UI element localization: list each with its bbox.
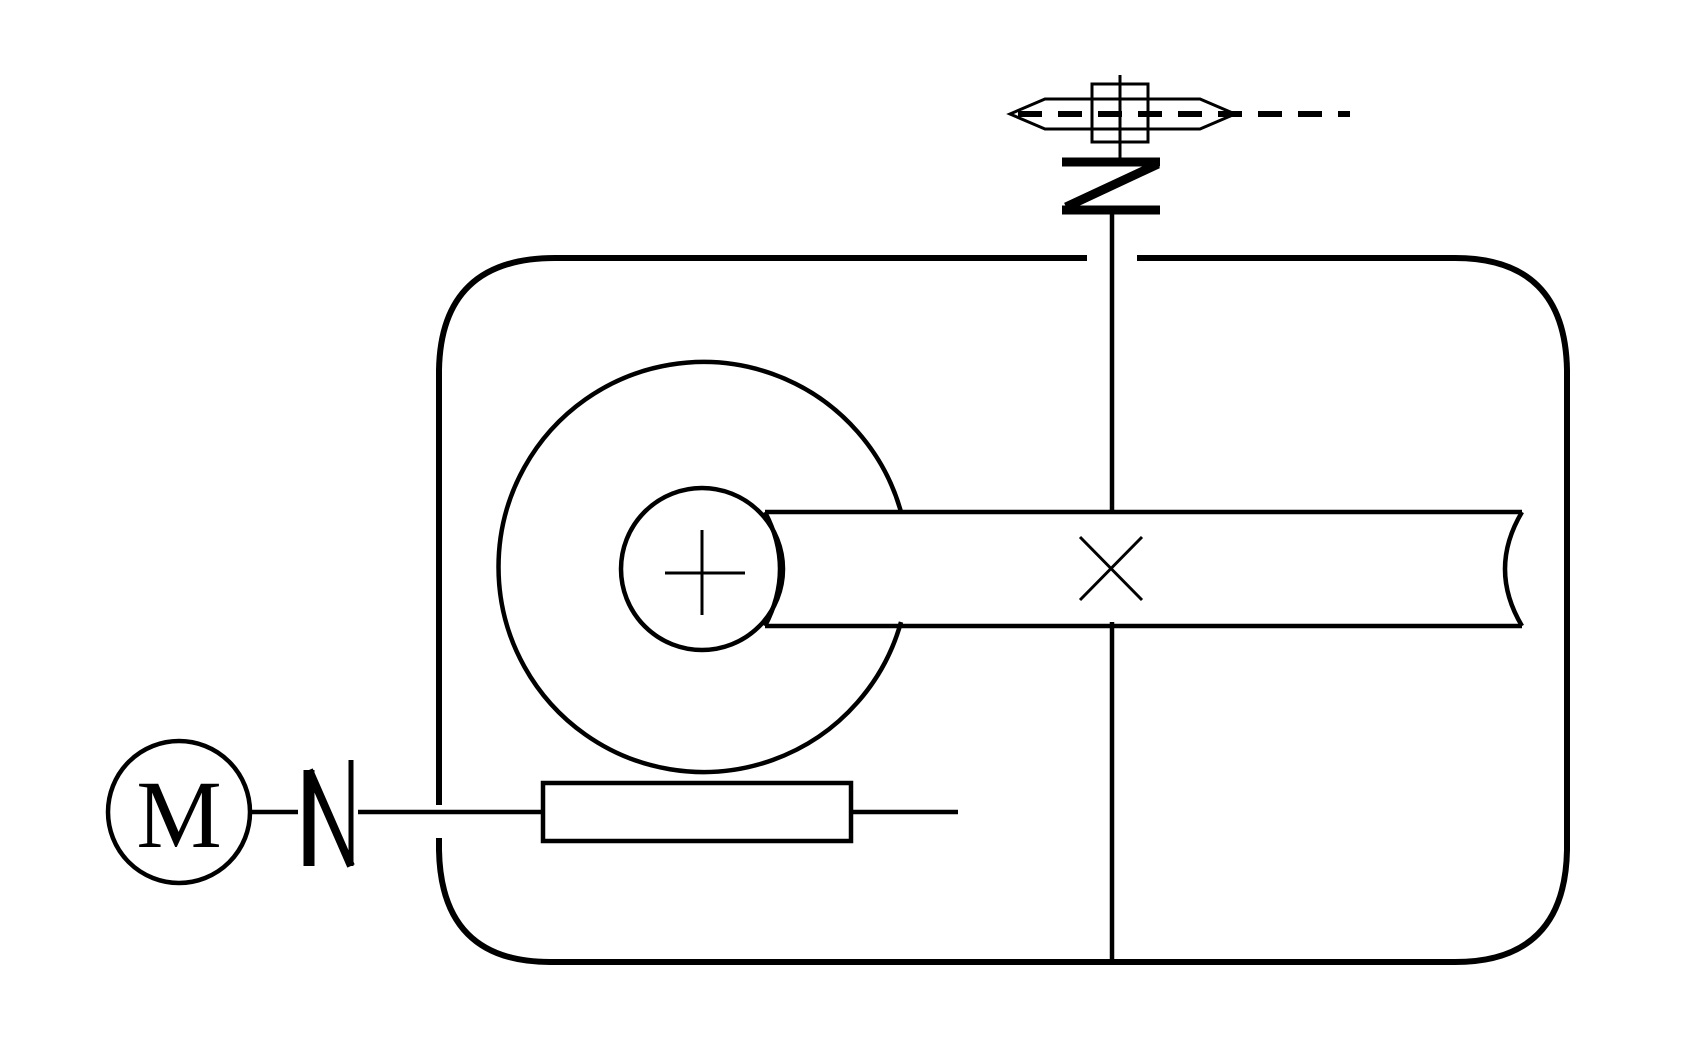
coupling-diagonal <box>1064 159 1160 212</box>
motor-circle <box>105 738 253 886</box>
arm-break-line <box>1502 510 1524 628</box>
crossed-joint-mark <box>1078 535 1144 602</box>
hub-circle <box>618 485 786 653</box>
motor-label: M <box>136 761 221 868</box>
housing-top-left-edge <box>436 255 1087 805</box>
gearbox-housing <box>436 255 1570 965</box>
worm-wheel <box>496 359 904 775</box>
electric-motor: M <box>105 738 253 886</box>
top-gear <box>1006 75 1350 158</box>
x-mark-stroke-2 <box>1078 535 1144 602</box>
output-coupling <box>1062 157 1160 215</box>
hub <box>618 485 786 653</box>
lever-arm <box>763 509 1524 629</box>
input-coupling <box>303 760 355 868</box>
worm-gear <box>540 780 854 844</box>
housing-main-edge <box>436 255 1570 965</box>
coupling-diagonal <box>305 768 355 868</box>
